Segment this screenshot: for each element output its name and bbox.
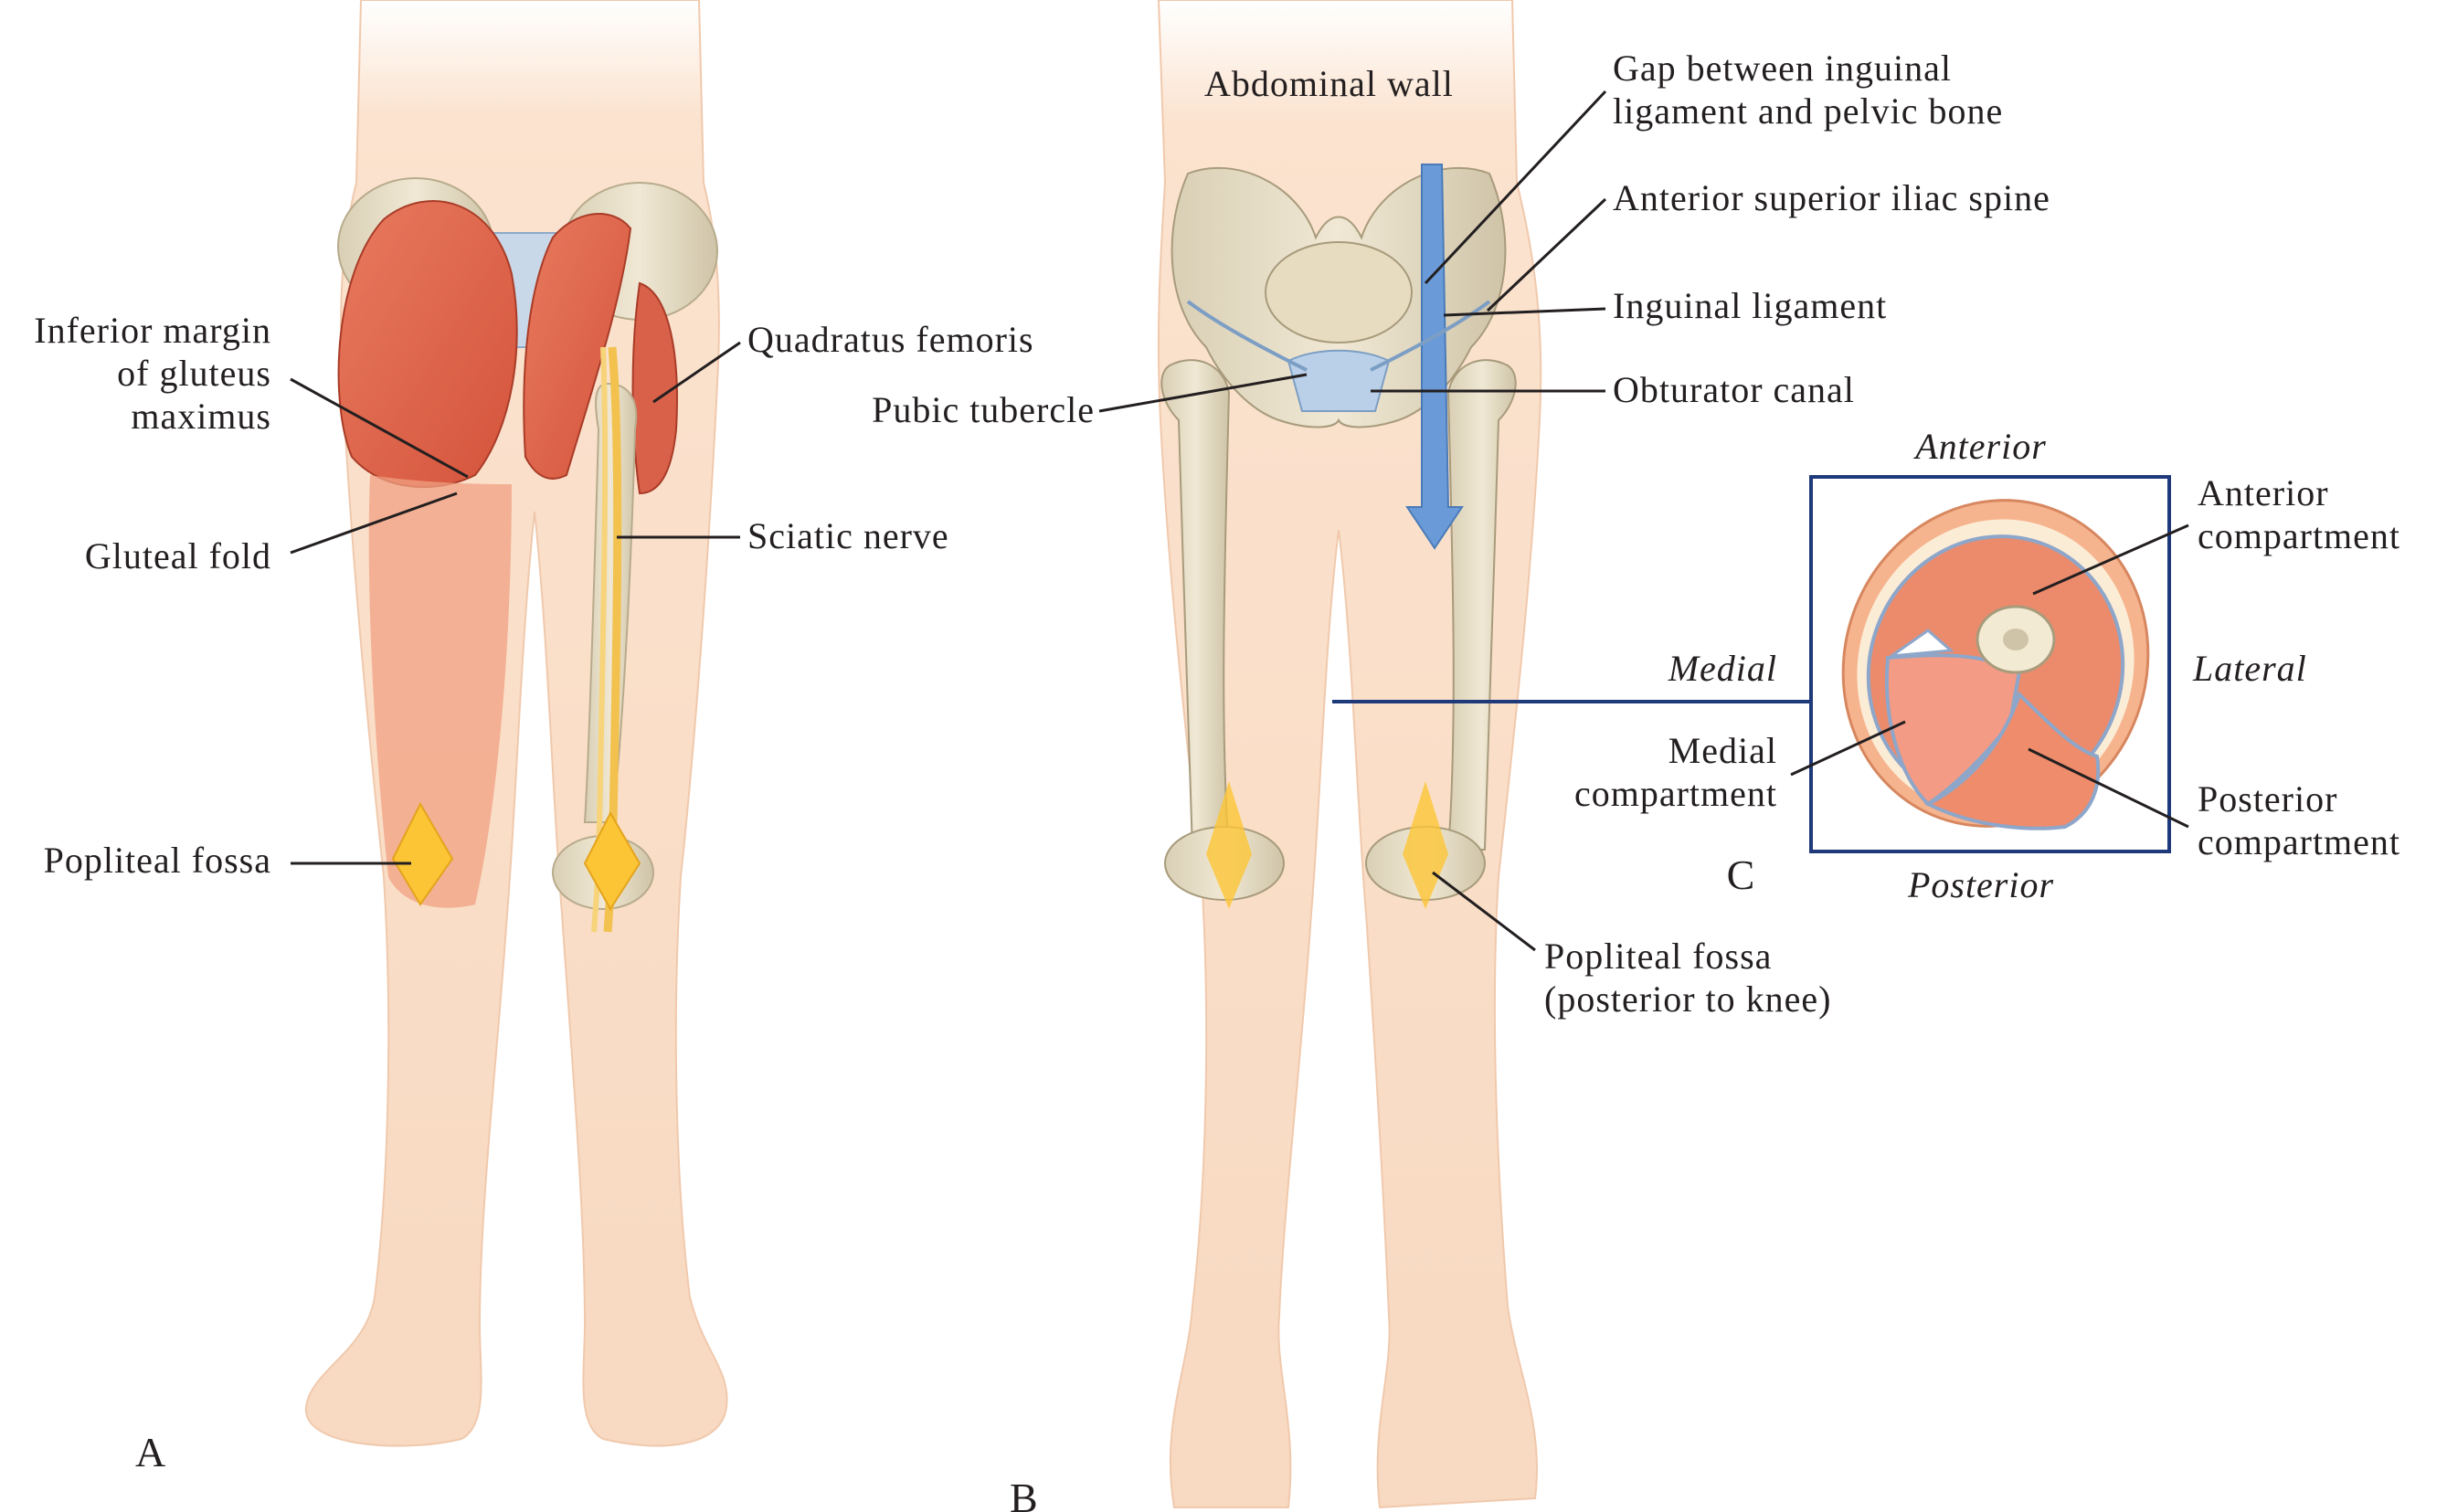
label-popliteal-b-line1: Popliteal fossa (1544, 936, 1772, 977)
label-medial-comp-line2: compartment (1574, 773, 1777, 814)
panel-a-posterior-view (306, 0, 727, 1446)
label-anterior-comp-line1: Anterior (2198, 472, 2329, 513)
label-obturator-canal: Obturator canal (1613, 369, 1855, 410)
label-anterior-comp-line2: compartment (2198, 515, 2400, 556)
pelvic-inlet (1266, 242, 1412, 343)
panel-b-anterior-view (1159, 0, 1541, 1507)
label-inferior-margin-line3: maximus (131, 396, 271, 437)
label-popliteal-b-line2: (posterior to knee) (1544, 978, 1831, 1020)
label-sciatic-nerve: Sciatic nerve (747, 515, 949, 556)
label-lateral: Lateral (2192, 648, 2307, 689)
label-anterior: Anterior (1912, 426, 2047, 467)
label-gluteal-fold: Gluteal fold (85, 535, 271, 576)
label-posterior-comp-line1: Posterior (2198, 778, 2337, 819)
label-asis: Anterior superior iliac spine (1613, 177, 2050, 218)
label-gap-line1: Gap between inguinal (1613, 48, 1952, 89)
panel-letter-a: A (135, 1429, 165, 1475)
label-posterior: Posterior (1907, 864, 2054, 905)
label-medial-comp-line1: Medial (1668, 730, 1777, 771)
label-posterior-comp-line2: compartment (2198, 821, 2400, 862)
label-inferior-margin-line2: of gluteus (117, 353, 271, 394)
panel-letter-c: C (1727, 851, 1755, 898)
label-abdominal-wall: Abdominal wall (1204, 63, 1454, 104)
label-popliteal-fossa-a: Popliteal fossa (44, 840, 271, 881)
panel-letter-b: B (1010, 1475, 1038, 1512)
obturator-region (1288, 351, 1389, 411)
label-quadratus-femoris: Quadratus femoris (747, 319, 1034, 360)
label-medial: Medial (1668, 648, 1777, 689)
label-gap-line2: ligament and pelvic bone (1613, 90, 2003, 132)
label-inguinal-ligament: Inguinal ligament (1613, 285, 1887, 326)
label-pubic-tubercle: Pubic tubercle (872, 389, 1095, 430)
label-inferior-margin-line1: Inferior margin (34, 310, 271, 351)
femur-marrow (2003, 629, 2029, 650)
